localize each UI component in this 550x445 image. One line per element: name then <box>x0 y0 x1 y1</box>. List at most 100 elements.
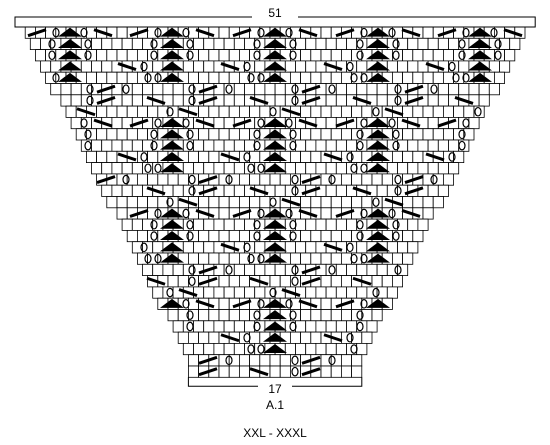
yarn-over-symbol <box>257 344 265 354</box>
yarn-over-symbol <box>253 310 261 320</box>
grid-cell <box>106 71 118 84</box>
left-leaning-decrease-symbol <box>298 28 318 38</box>
left-leaning-decrease-symbol <box>298 209 318 218</box>
yarn-over-symbol <box>166 197 174 207</box>
grid-cell <box>371 173 383 186</box>
grid-cell <box>295 218 307 231</box>
yarn-over-symbol <box>394 186 402 196</box>
grid-cell <box>376 184 388 197</box>
grid-cell <box>346 139 358 152</box>
grid-cell <box>187 252 199 265</box>
grid-cell <box>310 71 322 84</box>
yarn-over-symbol <box>247 344 255 354</box>
grid-cell <box>504 49 516 62</box>
yarn-over-symbol <box>291 95 299 106</box>
grid-cell <box>187 71 199 84</box>
yarn-over-symbol <box>247 253 255 264</box>
yarn-over-symbol <box>452 73 460 83</box>
grid-cell <box>427 117 439 130</box>
grid-cell <box>320 128 332 141</box>
grid-cell <box>244 320 256 333</box>
right-leaning-decrease-symbol <box>404 96 424 105</box>
grid-cell <box>366 94 378 107</box>
right-leaning-decrease-symbol <box>437 28 457 38</box>
grid-cell <box>96 105 108 118</box>
grid-cell <box>213 286 225 299</box>
double-decrease-symbol <box>366 27 390 37</box>
yarn-over-symbol <box>350 344 358 354</box>
yarn-over-symbol <box>388 208 396 219</box>
double-decrease-symbol <box>263 61 287 71</box>
right-leaning-decrease-symbol <box>301 84 321 94</box>
grid-cell <box>193 60 205 73</box>
grid-cell <box>340 252 352 265</box>
grid-cell <box>111 37 123 50</box>
grid-cell <box>213 342 225 356</box>
left-leaning-decrease-symbol <box>384 107 404 117</box>
left-leaning-decrease-symbol <box>178 288 198 297</box>
right-leaning-decrease-symbol <box>129 209 149 218</box>
grid-cell <box>203 60 215 73</box>
grid-cell <box>65 105 77 118</box>
grid-cell <box>228 105 240 118</box>
yarn-over-symbol <box>392 50 400 61</box>
grid-cell <box>249 354 261 367</box>
left-leaning-decrease-symbol <box>249 96 269 105</box>
yarn-over-symbol <box>80 118 88 128</box>
yarn-over-symbol <box>182 118 190 128</box>
grid-cell <box>126 105 138 118</box>
grid-cell <box>259 354 271 367</box>
yarn-over-symbol <box>291 174 299 185</box>
grid-cell <box>448 37 460 50</box>
grid-cell <box>340 71 352 84</box>
grid-cell <box>203 139 215 152</box>
double-decrease-symbol <box>263 310 287 320</box>
grid-cell <box>335 218 347 231</box>
grid-cell <box>402 196 414 209</box>
grid-cell <box>238 365 250 378</box>
grid-cell <box>402 229 414 243</box>
grid-cell <box>233 342 245 356</box>
grid-cell <box>305 162 317 175</box>
grid-cell <box>269 173 281 186</box>
left-leaning-decrease-symbol <box>425 62 445 71</box>
double-decrease-symbol <box>58 50 82 60</box>
grid-cell <box>193 342 205 356</box>
grid-cell <box>254 83 266 96</box>
yarn-over-symbol <box>84 39 92 49</box>
yarn-over-symbol <box>289 50 297 61</box>
grid-cell <box>177 173 189 186</box>
grid-cell <box>208 252 220 265</box>
grid-cell <box>136 128 148 141</box>
grid-cell <box>427 94 439 107</box>
grid-cell <box>198 128 210 141</box>
double-decrease-symbol <box>263 298 287 308</box>
grid-cell <box>351 105 363 118</box>
grid-cell <box>223 184 235 197</box>
grid-cell <box>223 320 235 333</box>
grid-cell <box>335 83 347 96</box>
grid-cell <box>198 309 210 322</box>
grid-cell <box>96 150 108 164</box>
right-leaning-decrease-symbol <box>301 367 321 377</box>
grid-cell <box>361 173 373 186</box>
top-stitch-count: 51 <box>268 6 282 20</box>
grid-cell <box>162 83 174 96</box>
grid-cell <box>182 241 194 254</box>
double-decrease-symbol <box>366 298 390 308</box>
grid-cell <box>412 128 424 141</box>
double-decrease-symbol <box>263 140 287 150</box>
yarn-over-symbol <box>150 140 158 151</box>
grid-cell <box>340 128 352 141</box>
yarn-over-symbol <box>372 197 380 207</box>
grid-cell <box>238 49 250 62</box>
grid-cell <box>402 49 414 62</box>
grid-cell <box>437 83 449 96</box>
grid-cell <box>218 207 230 220</box>
grid-cell <box>412 150 424 164</box>
grid-cell <box>116 196 128 209</box>
grid-cell <box>198 105 210 118</box>
grid-cell <box>136 229 148 243</box>
grid-cell <box>320 26 332 39</box>
grid-cell <box>182 60 194 73</box>
